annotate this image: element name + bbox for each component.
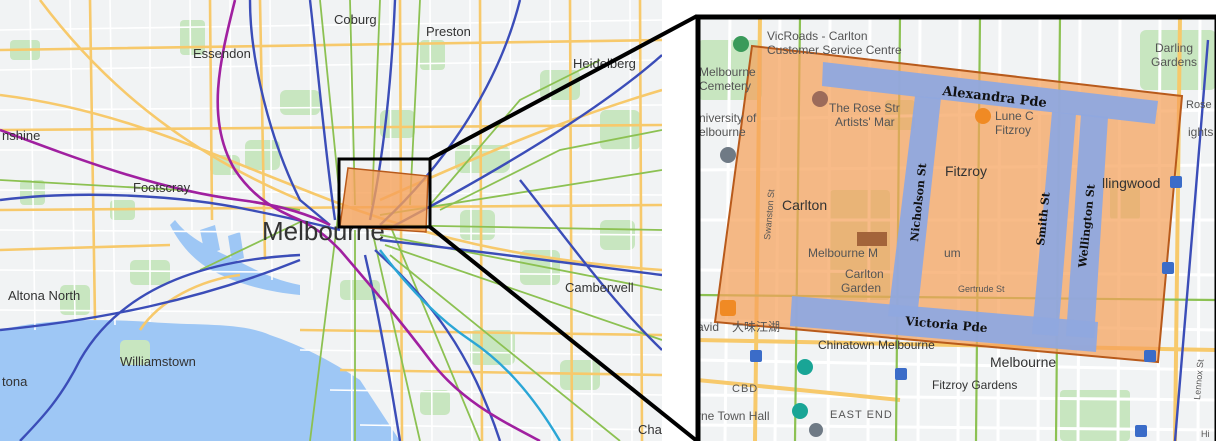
yarra-river-mouth <box>170 220 300 295</box>
label-rose-edge: Rose <box>1186 99 1212 111</box>
transit-marker-icon <box>895 368 907 380</box>
label-fitzroy: Fitzroy <box>945 163 987 179</box>
label-darling-2: Gardens <box>1151 55 1197 69</box>
label-darling: Darling <box>1155 41 1193 55</box>
label-david: avid <box>697 320 719 334</box>
label-hi: Hi <box>1201 429 1210 439</box>
label-lune: Lune C <box>995 109 1034 123</box>
overview-purple-line <box>216 0 541 441</box>
label-vicroads: VicRoads - Carlton <box>767 29 868 43</box>
label-town-hall: rne Town Hall <box>697 409 769 423</box>
label-smith-st: Smith St <box>1034 191 1053 247</box>
label-sunshine: nshine <box>2 128 40 143</box>
label-melbourne-museum: Melbourne M <box>808 246 878 260</box>
label-rose-street: The Rose Str <box>829 101 900 115</box>
label-lune-2: Fitzroy <box>995 123 1031 137</box>
town-hall-marker-icon <box>809 423 823 437</box>
road-smith-st <box>1032 112 1076 336</box>
transit-marker-icon <box>1162 262 1174 274</box>
label-chinatown: Chinatown Melbourne <box>818 338 935 352</box>
road-alexandra-pde <box>822 62 1158 124</box>
label-university: niversity of <box>699 111 757 125</box>
label-melbourne-cemetery: Melbourne <box>699 65 756 79</box>
altona-bay <box>0 395 55 430</box>
label-carlton: Carlton <box>782 197 827 213</box>
zoom-map[interactable]: VicRoads - Carlton Customer Service Cent… <box>697 16 1216 441</box>
label-gertrude-st: Gertrude St <box>958 284 1005 294</box>
connector-bottom <box>428 225 699 441</box>
label-rose-street-2: Artists' Mar <box>835 115 895 129</box>
label-chinese-restaurant: 大味江湖 <box>732 319 780 334</box>
label-preston: Preston <box>426 24 471 39</box>
label-lennox-st: Lennox St <box>1192 358 1206 400</box>
overview-map[interactable]: Coburg Preston Essendon Heidelberg nshin… <box>0 0 663 441</box>
landmark-marker-icon <box>812 91 828 107</box>
transit-marker-icon <box>1144 350 1156 362</box>
label-lights-edge: ights <box>1188 125 1213 139</box>
label-east-end: EAST END <box>830 409 893 421</box>
connector-top <box>429 14 698 161</box>
label-cbd: CBD <box>732 383 758 395</box>
overview-train-lines <box>0 0 662 441</box>
chinatown-marker-icon <box>797 359 813 375</box>
school-marker-icon <box>720 147 736 163</box>
label-camberwell: Camberwell <box>565 280 634 295</box>
overview-study-area <box>339 167 429 233</box>
label-williamstown: Williamstown <box>120 354 196 369</box>
overview-purple-line-west <box>0 128 331 227</box>
zoom-poi-markers <box>720 36 1182 437</box>
label-university-2: elbourne <box>699 125 746 139</box>
label-altona: tona <box>2 374 28 389</box>
food-marker-icon <box>975 108 991 124</box>
label-fitzroy-gardens: Fitzroy Gardens <box>932 378 1017 392</box>
label-coburg: Coburg <box>334 12 377 27</box>
label-essendon: Essendon <box>193 46 251 61</box>
zoom-frame <box>695 14 1216 441</box>
zoom-train-lines <box>1173 39 1210 441</box>
road-victoria-pde <box>790 296 1098 352</box>
restaurant-marker-icon <box>720 300 736 316</box>
overview-cyan-line <box>379 249 562 441</box>
label-melbourne-cemetery-2: Cemetery <box>699 79 751 93</box>
label-carlton-gardens: Carlton <box>845 267 884 281</box>
transit-marker-icon <box>750 350 762 362</box>
label-carlton-gardens-2: Garden <box>841 281 881 295</box>
label-melbourne-city: Melbourne <box>990 354 1056 370</box>
label-cha: Cha <box>638 422 663 437</box>
label-altona-north: Altona North <box>8 288 80 303</box>
docks <box>200 225 244 262</box>
road-nicholson-st <box>888 96 941 318</box>
label-footscray: Footscray <box>133 180 191 195</box>
overview-zoom-box <box>337 157 432 229</box>
label-collingwood: llingwood <box>1102 175 1160 191</box>
temple-marker-icon <box>792 403 808 419</box>
label-melbourne-museum-2: um <box>944 246 961 260</box>
park-marker-icon <box>733 36 749 52</box>
road-wellington-st <box>1066 114 1108 338</box>
transit-marker-icon <box>1170 176 1182 188</box>
label-swanston-st: Swanston St <box>762 188 776 240</box>
transit-marker-icon <box>1135 425 1147 437</box>
label-vicroads-2: Customer Service Centre <box>767 43 902 57</box>
museum-building-icon <box>857 232 887 246</box>
highlighted-roads <box>790 62 1158 352</box>
